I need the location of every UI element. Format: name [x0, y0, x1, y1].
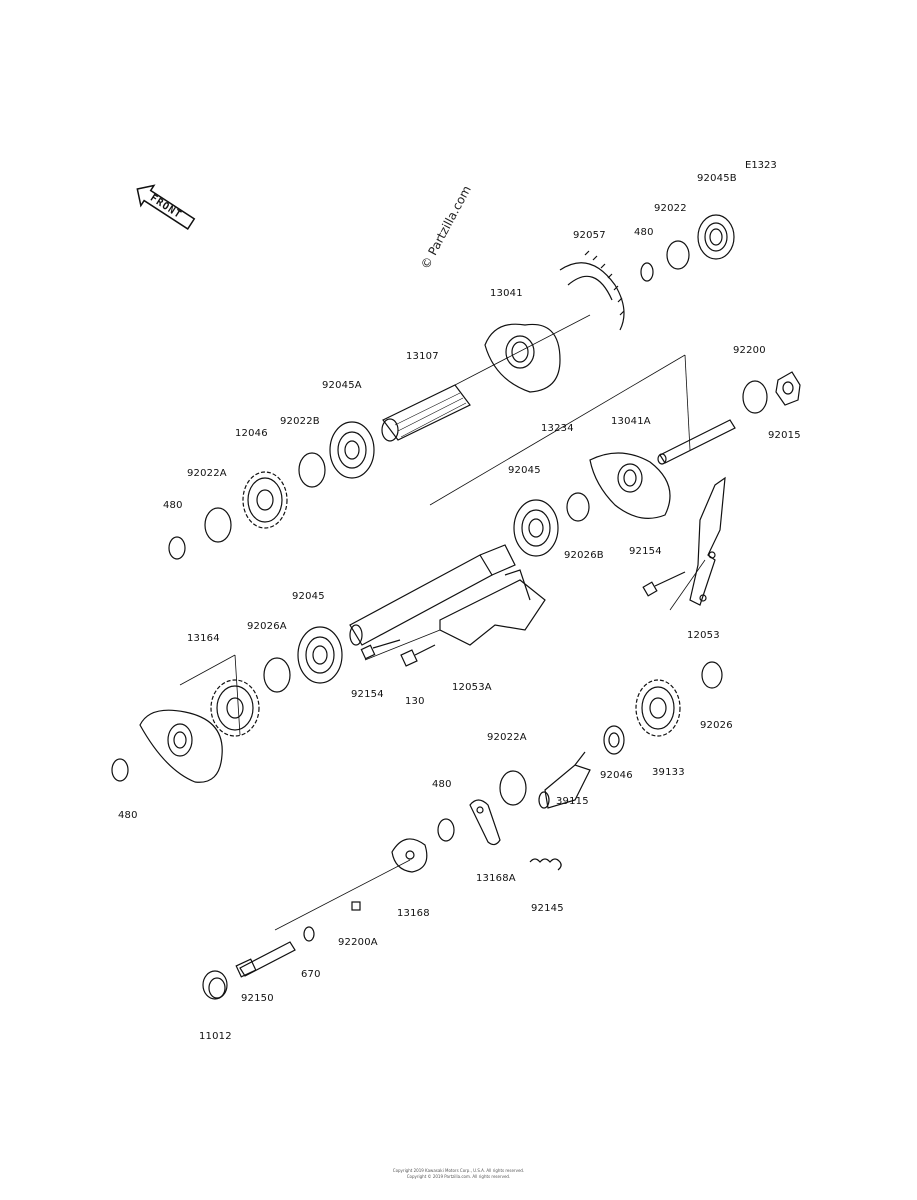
- washer-92026a: [263, 657, 291, 693]
- washer-92026b: [566, 492, 590, 522]
- part-label[interactable]: 92045: [508, 465, 541, 476]
- part-label[interactable]: 12053: [687, 630, 720, 641]
- part-label[interactable]: 12046: [235, 428, 268, 439]
- washer-92200: [742, 380, 768, 414]
- part-label[interactable]: 92022: [654, 203, 687, 214]
- guide-12053: [689, 476, 726, 606]
- bearing-92045-left: [297, 626, 343, 684]
- bearing-92045b: [697, 214, 735, 260]
- shaft-92150: [235, 941, 296, 978]
- bolt-130: [400, 644, 436, 667]
- guide-line: [669, 559, 706, 611]
- circlip-480-far-left: [111, 758, 129, 782]
- part-label[interactable]: 92057: [573, 230, 606, 241]
- part-label[interactable]: 13041: [490, 288, 523, 299]
- spring-92145: [529, 858, 562, 871]
- part-label[interactable]: 480: [634, 227, 654, 238]
- diagram-code: E1323: [745, 160, 777, 171]
- guide-line: [179, 654, 236, 686]
- washer-92022b: [298, 452, 326, 488]
- lever-13168: [391, 838, 428, 873]
- part-label[interactable]: 39115: [556, 796, 589, 807]
- washer-92026: [701, 661, 723, 689]
- footer-copyright-2: Copyright © 2019 Partzilla.com. All righ…: [406, 1174, 511, 1179]
- part-label[interactable]: 39133: [652, 767, 685, 778]
- bearing-92045-mid: [513, 499, 559, 557]
- cap-11012: [202, 970, 228, 1000]
- part-label[interactable]: 13041A: [611, 416, 651, 427]
- chain-92057: [559, 250, 625, 331]
- washer-92022a-lower: [499, 770, 527, 806]
- sprocket-13041: [484, 323, 561, 393]
- part-label[interactable]: 92045: [292, 591, 325, 602]
- circlip-480-lower: [437, 818, 455, 842]
- part-label[interactable]: 480: [118, 810, 138, 821]
- washer-92022: [666, 240, 690, 270]
- guide-12053a: [439, 569, 546, 646]
- shaft-39115: [538, 751, 591, 809]
- needle-bearing-13107: [381, 384, 471, 442]
- part-label[interactable]: 670: [301, 969, 321, 980]
- part-label[interactable]: 13234: [541, 423, 574, 434]
- part-label[interactable]: 13168A: [476, 873, 516, 884]
- guide-line: [274, 859, 411, 931]
- part-label[interactable]: 92200: [733, 345, 766, 356]
- part-label[interactable]: 92022A: [187, 468, 227, 479]
- sprocket-13164: [210, 679, 260, 737]
- part-label[interactable]: 92145: [531, 903, 564, 914]
- sprocket-39133: [635, 679, 681, 737]
- part-label[interactable]: 13107: [406, 351, 439, 362]
- nut-92200a: [351, 901, 361, 911]
- sprocket-12046: [242, 471, 288, 529]
- cam-plate: [139, 709, 223, 783]
- shaft-13234: [657, 419, 736, 465]
- sprocket-13041a: [589, 452, 671, 519]
- needle-bearing-92046: [603, 725, 625, 755]
- part-label[interactable]: 92022B: [280, 416, 320, 427]
- bolt-92154-right: [642, 571, 686, 597]
- part-label[interactable]: 92154: [351, 689, 384, 700]
- part-label[interactable]: 130: [405, 696, 425, 707]
- part-label[interactable]: 92026: [700, 720, 733, 731]
- bearing-92045a: [329, 421, 375, 479]
- guide-line: [429, 354, 686, 506]
- footer-copyright: Copyright 2019 Kawasaki Motors Corp., U.…: [392, 1168, 525, 1173]
- part-label[interactable]: 480: [163, 500, 183, 511]
- part-label[interactable]: 11012: [199, 1031, 232, 1042]
- guide-line: [234, 654, 241, 736]
- part-label[interactable]: 92022A: [487, 732, 527, 743]
- guide-line: [684, 354, 691, 451]
- part-label[interactable]: 92046: [600, 770, 633, 781]
- bolt-92154-left: [360, 639, 401, 660]
- guide-line: [454, 314, 591, 386]
- part-label[interactable]: 92045B: [697, 173, 737, 184]
- washer-92022a: [204, 507, 232, 543]
- main-shaft: [349, 544, 516, 646]
- part-label[interactable]: 92045A: [322, 380, 362, 391]
- part-label[interactable]: 480: [432, 779, 452, 790]
- circlip-480-left: [168, 536, 186, 560]
- lever-13168a: [469, 799, 501, 846]
- part-label[interactable]: 13164: [187, 633, 220, 644]
- nut-92015: [775, 371, 801, 406]
- part-label[interactable]: 92200A: [338, 937, 378, 948]
- part-label[interactable]: 12053A: [452, 682, 492, 693]
- guide-line: [364, 629, 441, 661]
- circlip-480-top: [640, 262, 654, 282]
- part-label[interactable]: 92026B: [564, 550, 604, 561]
- part-label[interactable]: 92026A: [247, 621, 287, 632]
- front-direction-arrow: FRONT: [127, 175, 202, 238]
- oring-670: [303, 926, 315, 942]
- part-label[interactable]: 92150: [241, 993, 274, 1004]
- part-label[interactable]: 92154: [629, 546, 662, 557]
- part-label[interactable]: 13168: [397, 908, 430, 919]
- part-label[interactable]: 92015: [768, 430, 801, 441]
